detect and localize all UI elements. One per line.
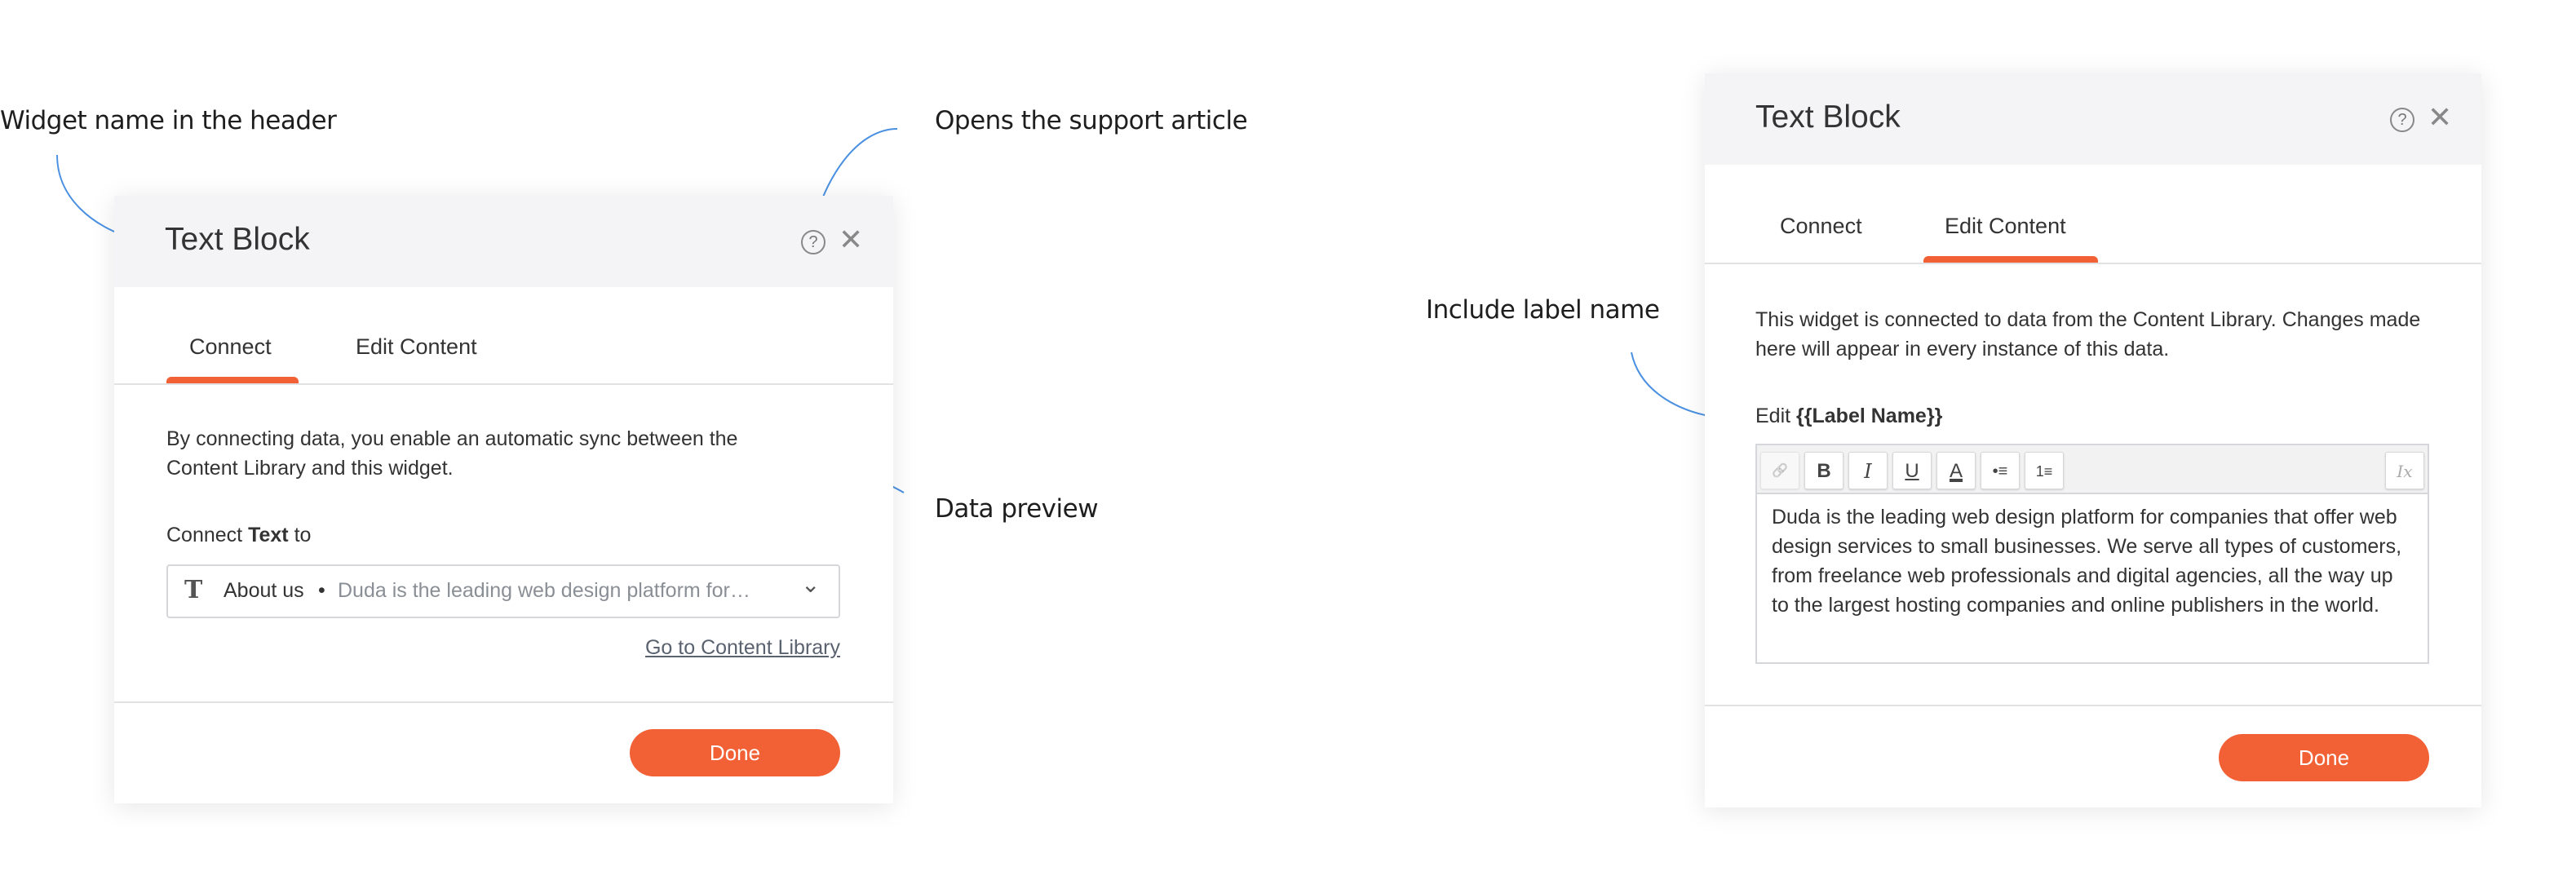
- panel-header: Text Block ? ✕: [114, 196, 893, 287]
- data-preview-text: Duda is the leading web design platform …: [338, 579, 750, 602]
- panel-title: Text Block: [1755, 100, 1901, 135]
- editor-toolbar: 🔗 B I U A •≡ 1≡ Ix: [1757, 445, 2428, 494]
- editor-content[interactable]: Duda is the leading web design platform …: [1772, 506, 2402, 617]
- tab-connect[interactable]: Connect: [1780, 214, 1862, 238]
- connect-prefix: Connect: [166, 524, 243, 546]
- tab-edit-content[interactable]: Edit Content: [356, 334, 477, 359]
- connect-suffix: to: [294, 524, 312, 546]
- connect-description: By connecting data, you enable an automa…: [166, 427, 738, 480]
- text-type-icon: T: [184, 576, 203, 604]
- text-color-button[interactable]: A: [1936, 452, 1976, 489]
- numbered-list-button[interactable]: 1≡: [2025, 452, 2064, 489]
- tab-connect[interactable]: Connect: [189, 334, 272, 359]
- clear-formatting-button[interactable]: Ix: [2385, 452, 2424, 489]
- content-library-dropdown[interactable]: T About us • Duda is the leading web des…: [166, 564, 840, 618]
- active-tab-indicator: [1923, 256, 2098, 263]
- bold-button[interactable]: B: [1804, 452, 1843, 489]
- edit-prefix: Edit: [1755, 405, 1791, 427]
- panel-header: Text Block ? ✕: [1705, 73, 2481, 165]
- connect-label: Connect Text to: [166, 520, 311, 550]
- rich-text-editor: 🔗 B I U A •≡ 1≡ Ix Duda is the leading w…: [1755, 444, 2429, 664]
- link-icon[interactable]: 🔗: [1760, 452, 1799, 489]
- dropdown-item-name: About us: [224, 579, 304, 602]
- tab-edit-content[interactable]: Edit Content: [1945, 214, 2066, 238]
- annotation-widget-name: Widget name in the header: [0, 106, 337, 135]
- italic-button[interactable]: I: [1848, 452, 1888, 489]
- chevron-down-icon: ⌄: [801, 572, 821, 597]
- footer-divider: [1705, 705, 2481, 706]
- close-icon[interactable]: ✕: [2428, 100, 2453, 134]
- done-button[interactable]: Done: [630, 729, 840, 776]
- help-icon[interactable]: ?: [801, 230, 825, 254]
- footer-divider: [114, 701, 893, 703]
- annotation-label-name: Include label name: [1426, 295, 1660, 325]
- tabs-divider: [114, 383, 893, 385]
- annotation-support-article: Opens the support article: [935, 106, 1248, 135]
- bulleted-list-button[interactable]: •≡: [1981, 452, 2020, 489]
- underline-button[interactable]: U: [1892, 452, 1932, 489]
- help-icon[interactable]: ?: [2390, 108, 2414, 132]
- connect-field-type: Text: [248, 524, 289, 546]
- close-icon[interactable]: ✕: [839, 223, 864, 256]
- panel-title: Text Block: [165, 222, 310, 257]
- tabs-divider: [1705, 263, 2481, 264]
- annotation-data-preview: Data preview: [935, 494, 1099, 524]
- edit-description: This widget is connected to data from th…: [1755, 308, 2421, 360]
- text-block-panel-edit: Text Block ? ✕ Connect Edit Content This…: [1705, 73, 2481, 807]
- go-to-content-library-link[interactable]: Go to Content Library: [644, 636, 840, 659]
- separator-dot: •: [318, 579, 325, 602]
- done-button[interactable]: Done: [2219, 734, 2429, 781]
- label-name-placeholder: {{Label Name}}: [1796, 405, 1943, 427]
- edit-label: Edit {{Label Name}}: [1755, 401, 1942, 431]
- active-tab-indicator: [166, 377, 299, 383]
- text-block-panel-connect: Text Block ? ✕ Connect Edit Content By c…: [114, 196, 893, 803]
